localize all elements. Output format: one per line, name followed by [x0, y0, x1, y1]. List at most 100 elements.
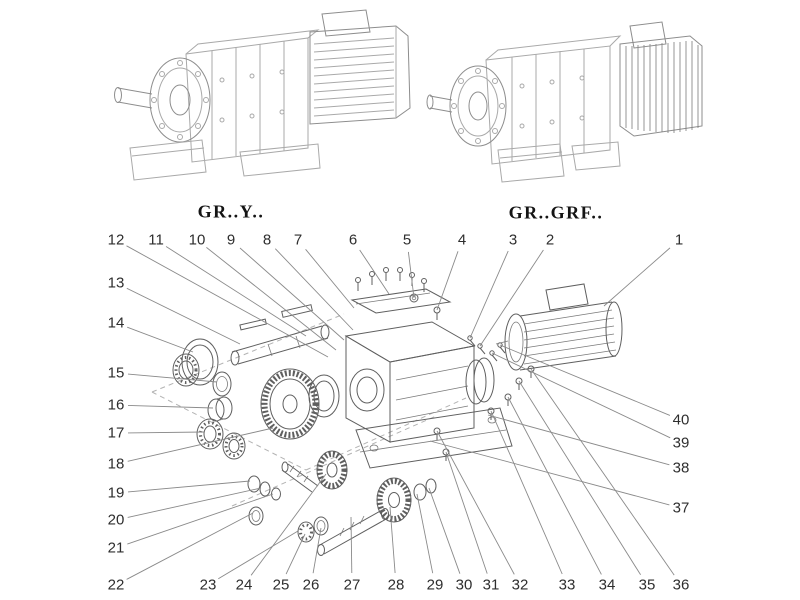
leader-line-31 [445, 451, 488, 574]
shaft-key-1 [239, 318, 267, 331]
leader-line-40 [499, 344, 671, 416]
callout-31: 31 [482, 576, 500, 594]
front-bearing [172, 353, 200, 387]
callout-19: 19 [107, 484, 125, 502]
leader-line-9 [239, 247, 345, 341]
leader-line-4 [436, 251, 459, 311]
callout-11: 11 [148, 231, 164, 249]
cover-screws [355, 267, 427, 292]
motor-exploded [495, 283, 623, 371]
leader-line-6 [359, 249, 390, 295]
leader-line-34 [507, 396, 602, 575]
callout-2: 2 [545, 231, 555, 249]
mounting-feet [497, 141, 621, 183]
output-shaft [114, 87, 153, 109]
gear-mid [316, 450, 348, 490]
leader-line-17 [127, 431, 205, 434]
shaft-key-2 [281, 304, 313, 318]
leader-line-37 [429, 440, 670, 506]
leader-line-14 [127, 326, 194, 353]
leader-line-26 [312, 527, 322, 574]
motor-shaft-stub [495, 340, 509, 345]
callout-32: 32 [511, 576, 529, 594]
mounting-feet [129, 139, 321, 181]
callout-3: 3 [508, 231, 518, 249]
electric-motor [309, 9, 411, 125]
callout-25: 25 [272, 576, 290, 594]
leader-line-3 [469, 250, 509, 339]
callout-6: 6 [348, 231, 358, 249]
oil-seal [212, 371, 232, 397]
leader-line-19 [127, 480, 251, 493]
callout-21: 21 [107, 539, 125, 557]
base-plate [355, 407, 513, 469]
leader-line-10 [206, 247, 337, 351]
fin-cover-block [619, 21, 703, 137]
callout-17: 17 [107, 424, 125, 442]
leader-line-28 [389, 506, 396, 574]
callout-30: 30 [455, 576, 473, 594]
callout-38: 38 [672, 459, 690, 477]
bearing-bottom-pair [297, 516, 329, 543]
callout-23: 23 [199, 576, 217, 594]
leader-line-18 [127, 427, 274, 462]
callout-28: 28 [387, 576, 405, 594]
leader-line-22 [126, 512, 254, 580]
leader-line-13 [126, 287, 241, 345]
leader-line-1 [603, 247, 671, 307]
terminal-box [321, 9, 371, 37]
callout-16: 16 [107, 396, 125, 414]
callout-27: 27 [343, 576, 361, 594]
callout-33: 33 [558, 576, 576, 594]
leader-line-33 [490, 410, 563, 575]
output-shaft [426, 94, 453, 113]
callout-7: 7 [293, 231, 303, 249]
flange-bearing-group [172, 338, 232, 397]
callout-8: 8 [262, 231, 272, 249]
callout-1: 1 [674, 231, 684, 249]
callout-9: 9 [226, 231, 236, 249]
leader-line-11 [165, 246, 307, 337]
leader-line-24 [250, 473, 327, 576]
leader-line-25 [285, 533, 306, 575]
callout-13: 13 [107, 274, 125, 292]
small-fasteners [433, 365, 535, 461]
leader-line-32 [436, 430, 515, 575]
callout-37: 37 [672, 499, 690, 517]
leader-line-16 [127, 404, 214, 409]
leader-line-21 [127, 493, 274, 545]
callout-14: 14 [107, 314, 125, 332]
callout-18: 18 [107, 455, 125, 473]
pinion-small [281, 461, 319, 493]
housing [344, 321, 495, 443]
pinion-shaft-bottom [317, 508, 389, 556]
callout-40: 40 [672, 411, 690, 429]
gearbox-body [185, 29, 320, 163]
motor-bolts [467, 335, 506, 362]
leader-line-15 [127, 373, 218, 383]
leader-line-2 [479, 249, 544, 347]
alignment-lines [151, 313, 467, 507]
callout-35: 35 [638, 576, 656, 594]
callout-15: 15 [107, 364, 125, 382]
leader-line-36 [530, 368, 675, 576]
callout-39: 39 [672, 434, 690, 452]
leader-line-20 [127, 487, 262, 518]
cover-plate [350, 288, 452, 314]
gear-bottom [376, 477, 412, 523]
exploded-view [151, 267, 623, 556]
leader-line-29 [416, 493, 434, 574]
callout-29: 29 [426, 576, 444, 594]
callout-10: 10 [188, 231, 206, 249]
leader-line-5 [407, 251, 415, 299]
leader-line-38 [487, 414, 670, 466]
leader-line-27 [350, 516, 353, 574]
leader-line-8 [274, 248, 354, 331]
callout-36: 36 [672, 576, 690, 594]
bearing-pair-lower-left [196, 418, 246, 460]
callout-26: 26 [302, 576, 320, 594]
leader-line-12 [126, 245, 329, 358]
variant-title-grgrf: GR..GRF.. [508, 202, 604, 223]
